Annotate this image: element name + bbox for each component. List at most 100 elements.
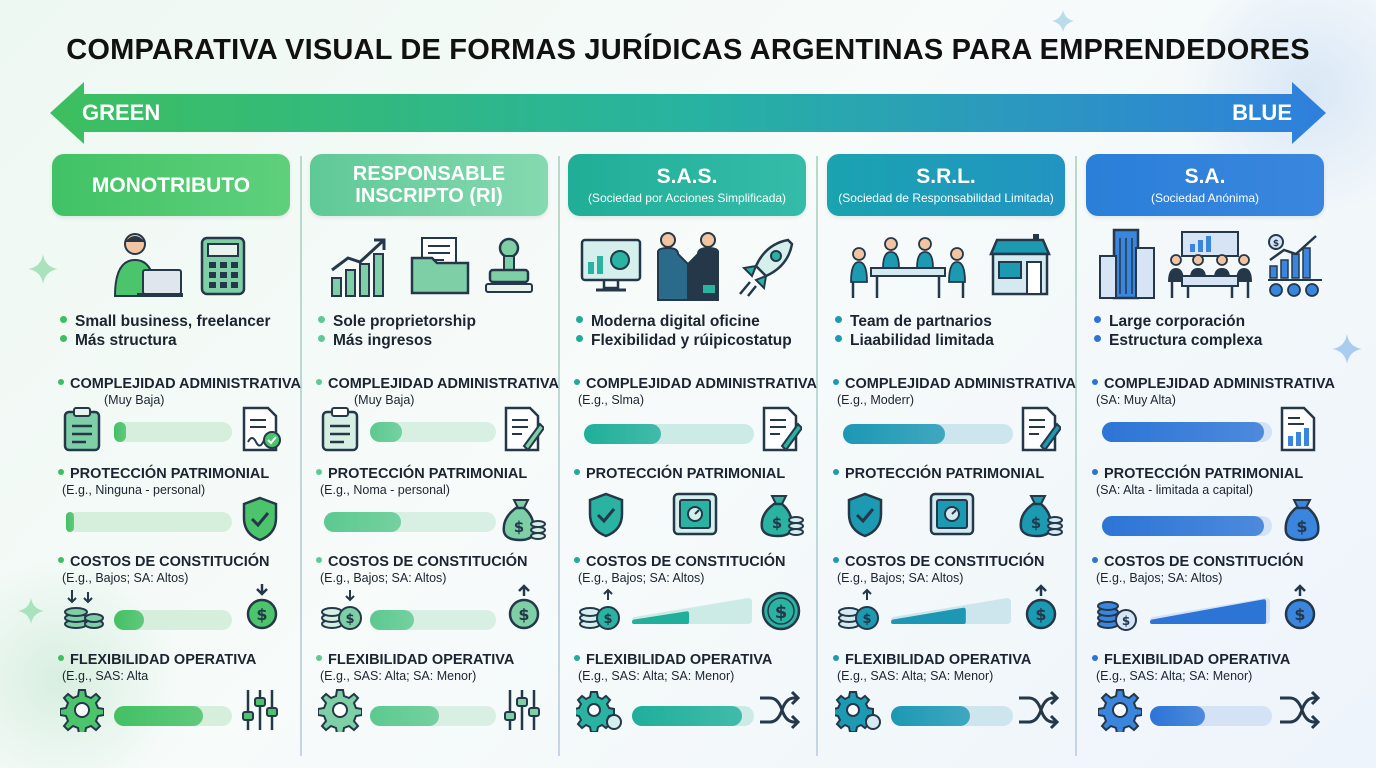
metric-subtitle: (SA: Alta - limitada a capital) bbox=[1096, 483, 1254, 497]
column-illustration bbox=[50, 226, 290, 306]
svg-text:$: $ bbox=[345, 612, 354, 627]
metric-bar-fill bbox=[891, 607, 966, 624]
bullet-item: Moderna digital oficine bbox=[576, 312, 806, 331]
shield-check-icon bbox=[588, 492, 624, 538]
metric-flexibilidad: FLEXIBILIDAD OPERATIVA (E.g., SAS: Alta;… bbox=[1092, 652, 1324, 732]
dollar-down-icon: $ bbox=[246, 584, 278, 630]
metric-bar bbox=[584, 424, 754, 444]
investment-chart-icon: $ bbox=[1268, 234, 1322, 297]
column-srl: S.R.L. (Sociedad de Responsabilidad Limi… bbox=[825, 154, 1076, 754]
clipboard-icon bbox=[63, 407, 101, 452]
sparkle-icon bbox=[1332, 334, 1362, 364]
safe-icon bbox=[929, 492, 975, 536]
metric-bar-fill bbox=[114, 706, 203, 726]
metric-proteccion: PROTECCIÓN PATRIMONIAL $ bbox=[833, 466, 1065, 546]
svg-text:$: $ bbox=[1122, 614, 1130, 628]
bullet-item: Liaabilidad limitada bbox=[835, 331, 1065, 350]
column-header-subtitle: (Sociedad de Responsabilidad Limitada) bbox=[838, 191, 1054, 205]
metric-subtitle: (Muy Baja) bbox=[354, 393, 415, 407]
bullet-item: Team de partnarios bbox=[835, 312, 1065, 331]
column-bullets: Sole proprietorship Más ingresos bbox=[318, 312, 548, 350]
metric-subtitle: (E.g., SAS: Alta; SA: Menor) bbox=[578, 669, 735, 683]
coins-down-arrow-icon bbox=[64, 590, 104, 629]
column-header-title: S.R.L. bbox=[916, 165, 976, 188]
metric-bar bbox=[1150, 706, 1272, 726]
sparkle-icon bbox=[1052, 10, 1074, 32]
metric-title: PROTECCIÓN PATRIMONIAL bbox=[58, 466, 290, 483]
growth-chart-icon bbox=[331, 238, 386, 297]
metric-bar bbox=[66, 512, 232, 532]
metric-costos: COSTOS DE CONSTITUCIÓN (E.g., Bajos; SA:… bbox=[833, 554, 1065, 634]
sliders-icon bbox=[242, 690, 278, 730]
metric-bar bbox=[891, 598, 1011, 624]
svg-text:$: $ bbox=[862, 612, 871, 627]
money-bag-icon: $ bbox=[502, 499, 546, 542]
metric-bar bbox=[1102, 422, 1272, 442]
metric-bar-fill bbox=[891, 706, 971, 726]
metric-proteccion: PROTECCIÓN PATRIMONIAL (E.g., Noma - per… bbox=[316, 466, 548, 546]
metric-title: COMPLEJIDAD ADMINISTRATIVA bbox=[58, 376, 301, 393]
svg-text:$: $ bbox=[514, 518, 524, 536]
calculator-icon bbox=[200, 236, 246, 296]
shuffle-icon bbox=[1280, 690, 1321, 730]
metric-bar-fill bbox=[66, 512, 75, 532]
metric-title: COSTOS DE CONSTITUCIÓN bbox=[316, 554, 548, 571]
green-blue-spectrum-arrow: GREEN BLUE bbox=[50, 82, 1326, 144]
rocket-icon bbox=[739, 238, 794, 297]
freelancer-laptop-icon bbox=[113, 233, 183, 297]
metric-bar bbox=[632, 598, 752, 624]
metric-bar-fill bbox=[114, 422, 126, 442]
column-illustration bbox=[308, 226, 548, 306]
column-illustration bbox=[566, 226, 806, 306]
metric-subtitle: (SA: Muy Alta) bbox=[1096, 393, 1176, 407]
shield-check-icon bbox=[242, 496, 278, 542]
column-divider bbox=[558, 156, 560, 756]
metric-bar-fill bbox=[584, 424, 661, 444]
svg-text:$: $ bbox=[1031, 514, 1041, 532]
metric-title: COMPLEJIDAD ADMINISTRATIVA bbox=[574, 376, 817, 393]
metric-bar bbox=[370, 610, 496, 630]
metric-bar-fill bbox=[1150, 706, 1205, 726]
metric-subtitle: (E.g., Noma - personal) bbox=[320, 483, 450, 497]
report-chart-icon bbox=[1280, 406, 1316, 452]
metric-bar-fill bbox=[1150, 599, 1267, 624]
metric-subtitle: (E.g., Bajos; SA: Altos) bbox=[320, 571, 447, 585]
metric-subtitle: (E.g., SAS: Alta bbox=[62, 669, 149, 683]
metric-bar bbox=[114, 422, 232, 442]
metric-subtitle: (E.g., Bajos; SA: Altos) bbox=[578, 571, 705, 585]
gear-icon bbox=[318, 689, 362, 732]
bullet-item: Large corporación bbox=[1094, 312, 1324, 331]
svg-text:$: $ bbox=[1294, 605, 1305, 624]
coins-dollar-icon: $ bbox=[838, 588, 879, 630]
metric-bar bbox=[370, 706, 496, 726]
storefront-icon bbox=[989, 234, 1051, 296]
svg-text:$: $ bbox=[603, 612, 612, 627]
column-bullets: Small business, freelancer Más structura bbox=[60, 312, 290, 350]
column-header-subtitle: (Sociedad Anónima) bbox=[1150, 191, 1260, 205]
metric-title: PROTECCIÓN PATRIMONIAL bbox=[1092, 466, 1324, 483]
money-bag-icon: $ bbox=[1019, 495, 1063, 538]
stamp-icon bbox=[485, 237, 533, 293]
column-sa: S.A. (Sociedad Anónima) $ Large corpora bbox=[1084, 154, 1335, 754]
metric-bar-fill bbox=[1102, 516, 1264, 536]
column-header-title: S.A.S. bbox=[656, 165, 718, 188]
column-header: S.A.S. (Sociedad por Acciones Simplifica… bbox=[568, 154, 806, 216]
metric-costos: COSTOS DE CONSTITUCIÓN (E.g., Bajos; SA:… bbox=[58, 554, 290, 634]
metric-subtitle: (E.g., SAS: Alta; SA: Menor) bbox=[837, 669, 994, 683]
metric-flexibilidad: FLEXIBILIDAD OPERATIVA (E.g., SAS: Alta;… bbox=[833, 652, 1065, 732]
metric-bar bbox=[370, 422, 496, 442]
column-header: RESPONSABLE INSCRIPTO (RI) bbox=[310, 154, 548, 216]
board-meeting-icon bbox=[1168, 231, 1252, 298]
dollar-coin-icon: $ bbox=[761, 591, 801, 631]
money-bag-icon: $ bbox=[760, 495, 804, 538]
metric-costos: COSTOS DE CONSTITUCIÓN (E.g., Bajos; SA:… bbox=[316, 554, 548, 634]
column-header-subtitle: (Sociedad por Acciones Simplificada) bbox=[587, 191, 787, 205]
arrow-label-green: GREEN bbox=[82, 100, 161, 125]
bullet-item: Más structura bbox=[60, 331, 290, 350]
gear-icon bbox=[1098, 689, 1142, 732]
column-illustration: $ bbox=[1084, 226, 1324, 306]
column-monotributo: MONOTRIBUTO Small business, freelancer M… bbox=[50, 154, 301, 754]
digital-dashboard-icon bbox=[580, 238, 642, 292]
team-meeting-icon bbox=[850, 237, 966, 298]
metric-bar bbox=[114, 706, 232, 726]
